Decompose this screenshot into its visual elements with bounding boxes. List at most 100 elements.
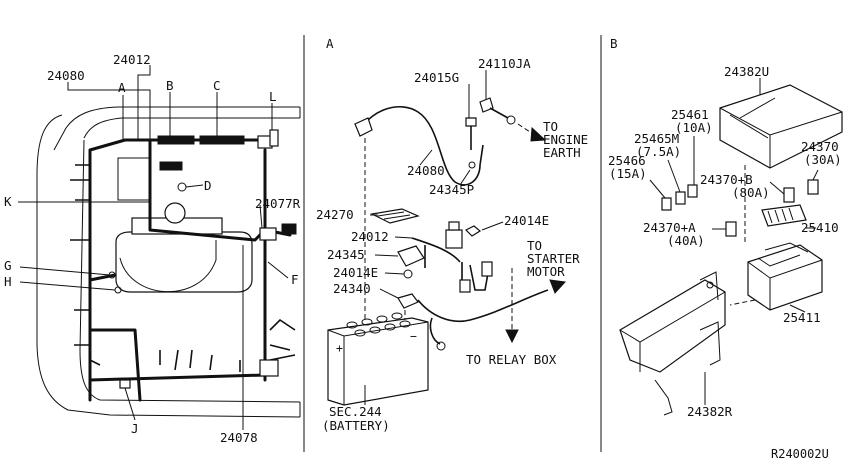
bolt-24110ja-shank xyxy=(489,107,509,119)
bracket-24270-slots xyxy=(377,211,411,220)
leader-25466 xyxy=(649,179,666,199)
bolt-24015g-head xyxy=(465,117,477,127)
connector-d xyxy=(177,182,187,192)
dashed-bracket xyxy=(729,299,756,306)
arrow-relay-box xyxy=(505,329,519,344)
nut-24014e-top xyxy=(464,225,482,237)
body-outline-top xyxy=(53,106,300,151)
clip-24345 xyxy=(397,245,425,267)
arrow-engine-earth xyxy=(530,126,547,142)
label-24370a: 24370+A xyxy=(643,220,696,235)
label-to-starter-3: MOTOR xyxy=(527,264,565,279)
label-25461-amp: (10A) xyxy=(675,120,713,135)
label-c: C xyxy=(213,78,221,93)
label-battery-sec: SEC.244 xyxy=(329,404,382,419)
label-24370a-amp: (40A) xyxy=(667,233,705,248)
reference-code: R240002U xyxy=(771,447,829,461)
fuse-holder-slots xyxy=(767,207,794,224)
label-24015g: 24015G xyxy=(414,70,459,85)
earth-point xyxy=(468,161,476,169)
arrow-starter xyxy=(549,279,567,294)
body-outline-inner xyxy=(79,139,301,403)
label-25461: 25461 xyxy=(671,107,709,122)
leader-24340 xyxy=(379,288,399,299)
fuse-24370a xyxy=(725,221,737,237)
battery-edges xyxy=(327,321,429,405)
bolt-24110ja-head xyxy=(479,97,494,113)
dashed-engine-earth xyxy=(517,123,534,135)
relay-box-25411 xyxy=(747,244,823,311)
negative-cable xyxy=(361,106,484,186)
bracket-24382r xyxy=(619,279,726,373)
label-24080-mid: 24080 xyxy=(407,163,445,178)
leader-24077r xyxy=(259,204,263,229)
label-to-relay-box: TO RELAY BOX xyxy=(466,352,557,367)
label-b: B xyxy=(166,78,174,93)
label-24345: 24345 xyxy=(327,247,365,262)
leader-g xyxy=(19,266,111,276)
connector-24077r-b xyxy=(281,223,297,235)
label-24345p: 24345P xyxy=(429,182,474,197)
connector-24077r xyxy=(259,227,277,241)
fuse-24370 xyxy=(807,179,819,195)
body-outline-top-inner xyxy=(83,117,300,139)
label-to-engine-earth-1: TO xyxy=(543,119,558,134)
label-24014e-mid: 24014E xyxy=(333,265,378,280)
clip-24345p xyxy=(445,229,463,249)
label-24370: 24370 xyxy=(801,139,839,154)
leader-24370 xyxy=(812,169,819,181)
vehicle-harness-drawing xyxy=(18,65,301,430)
label-h: H xyxy=(4,274,12,289)
label-24012: 24012 xyxy=(113,52,151,67)
harness-branches xyxy=(88,273,267,402)
section-label-b: B xyxy=(610,36,618,51)
leader-24345p xyxy=(459,169,471,186)
bracket-24270 xyxy=(370,208,420,224)
relay-box-25411-edges xyxy=(747,259,823,310)
leader-24345 xyxy=(374,254,399,257)
nut-24014e-mid xyxy=(403,269,413,279)
engine-block xyxy=(115,231,253,293)
leader-f xyxy=(267,261,289,279)
relay-block xyxy=(159,161,183,171)
label-24080-left: 24080 xyxy=(47,68,85,83)
leader-24370b xyxy=(769,181,785,195)
label-to-starter-2: STARTER xyxy=(527,251,580,266)
label-25465m-amp: (7.5A) xyxy=(636,144,681,159)
label-d: D xyxy=(204,178,212,193)
label-24382u: 24382U xyxy=(724,64,769,79)
section-label-a: A xyxy=(326,36,334,51)
bracket-hole xyxy=(706,281,714,289)
positive-cable xyxy=(417,289,549,322)
label-to-engine-earth-2: ENGINE xyxy=(543,132,588,147)
label-24382r: 24382R xyxy=(687,404,733,419)
bracket-24382r-edges xyxy=(619,291,726,416)
label-24370b-amp: (80A) xyxy=(732,185,770,200)
terminal-24340 xyxy=(397,293,419,309)
fuse-24370b xyxy=(783,187,795,203)
clip-24345p-top xyxy=(448,221,460,231)
connector-h xyxy=(114,286,122,294)
leader-24014e-top xyxy=(481,221,504,231)
cover-24382u-ribs xyxy=(729,97,776,139)
label-24110ja: 24110JA xyxy=(478,56,531,71)
label-24370-amp: (30A) xyxy=(804,152,842,167)
cover-24382u xyxy=(719,84,843,169)
leader-h xyxy=(19,281,116,291)
battery-plus-sign: + xyxy=(336,341,343,355)
label-to-engine-earth-3: EARTH xyxy=(543,145,581,160)
harness-24012 xyxy=(411,237,491,291)
label-f: F xyxy=(291,272,299,287)
label-24014e-top: 24014E xyxy=(504,213,549,228)
fuse-box-drawing xyxy=(619,78,843,416)
connector-j xyxy=(119,379,131,389)
connector-l2 xyxy=(269,129,279,147)
label-25410: 25410 xyxy=(801,220,839,235)
bracket-24382r-arms xyxy=(699,271,721,366)
connector-24078 xyxy=(259,359,279,377)
leader-24014e-mid xyxy=(384,272,405,275)
label-25466-amp: (15A) xyxy=(609,166,647,181)
harness-stubs-right xyxy=(269,318,296,361)
label-k: K xyxy=(4,194,12,209)
